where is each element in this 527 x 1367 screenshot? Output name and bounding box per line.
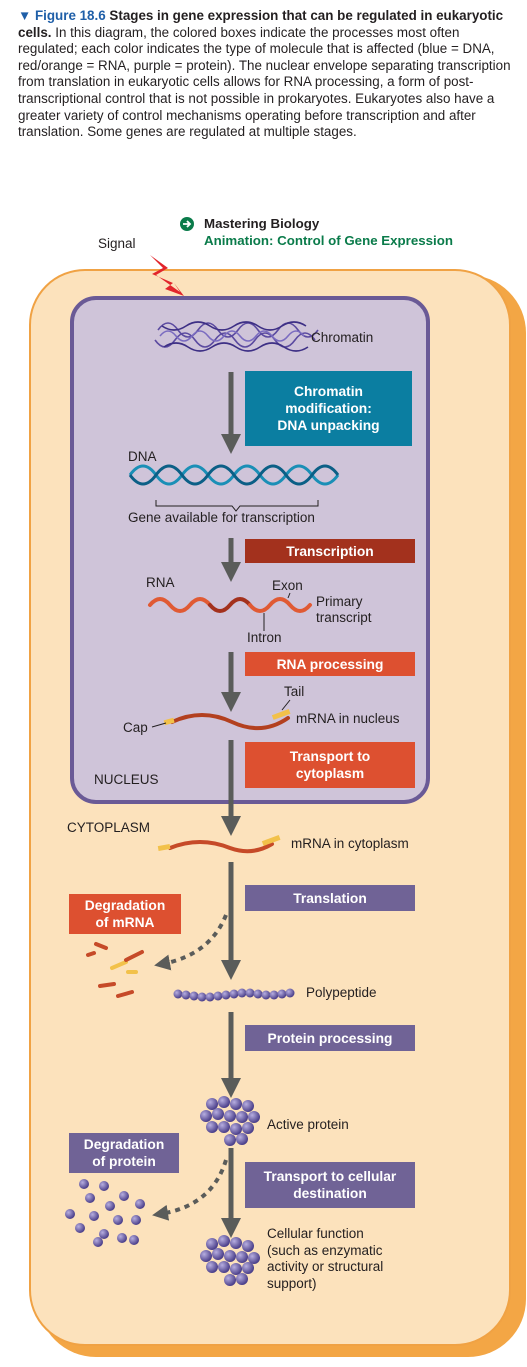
mrna-nucleus-label: mRNA in nucleus [296, 711, 400, 726]
mrna-fragments [86, 942, 144, 998]
chromatin-label: Chromatin [311, 330, 374, 345]
chromatin [154, 321, 319, 352]
gene-brace [155, 500, 319, 512]
primary-transcript [148, 597, 312, 613]
signal-bolt-icon [150, 255, 184, 296]
figure-caption-body: In this diagram, the colored boxes indic… [18, 24, 511, 140]
stage-translation: Translation [245, 885, 415, 911]
stage-chromatin-modification: Chromatin modification: DNA unpacking [245, 371, 412, 446]
mrna-nucleus [163, 709, 291, 730]
nucleus-label: NUCLEUS [94, 772, 159, 787]
active-protein [200, 1096, 260, 1146]
cytoplasm-label: CYTOPLASM [67, 820, 151, 835]
dna-helix [128, 464, 340, 486]
functional-protein [200, 1235, 260, 1286]
stage-protein-processing: Protein processing [245, 1025, 415, 1051]
stage-degradation-mrna: Degradation of mRNA [69, 894, 181, 934]
intron-label: Intron [247, 630, 282, 645]
animation-link[interactable]: Animation: Control of Gene Expression [204, 232, 453, 248]
mrna-cytoplasm-label: mRNA in cytoplasm [291, 836, 409, 851]
signal-label: Signal [98, 236, 136, 251]
stage-transcription: Transcription [245, 539, 415, 563]
degradation-arrows [152, 914, 228, 1221]
primary-transcript-label: Primary transcript [316, 594, 372, 625]
exon-pointer [287, 592, 291, 599]
cap-label: Cap [123, 720, 148, 735]
cellular-function-label: Cellular function (such as enzymatic act… [267, 1226, 384, 1291]
stage-degradation-protein: Degradation of protein [69, 1133, 179, 1173]
stage-transport-cellular-destination: Transport to cellular destination [245, 1162, 415, 1208]
figure-caption: ▼ Figure 18.6 Stages in gene expression … [18, 8, 513, 141]
arrow-circle-icon [180, 217, 194, 231]
tail-pointer [281, 699, 291, 711]
cap-pointer [151, 722, 167, 728]
exon-label: Exon [272, 578, 303, 593]
polypeptide-label: Polypeptide [306, 985, 377, 1000]
stage-transport-to-cytoplasm: Transport to cytoplasm [245, 742, 415, 788]
polypeptide [173, 988, 295, 1002]
mastering-title: Mastering Biology [204, 216, 320, 231]
tail-label: Tail [284, 684, 305, 699]
degraded-protein [65, 1179, 145, 1247]
mastering-biology-link[interactable]: Mastering Biology Animation: Control of … [180, 216, 453, 249]
stage-rna-processing: RNA processing [245, 652, 415, 676]
mrna-cytoplasm [157, 835, 281, 854]
figure-label: ▼ Figure 18.6 [18, 8, 106, 23]
active-protein-label: Active protein [267, 1117, 349, 1132]
gene-available-label: Gene available for transcription [128, 510, 315, 525]
figure-title: Stages in gene expression that can be re… [18, 8, 504, 40]
dna-label: DNA [128, 449, 157, 464]
rna-label: RNA [146, 575, 175, 590]
